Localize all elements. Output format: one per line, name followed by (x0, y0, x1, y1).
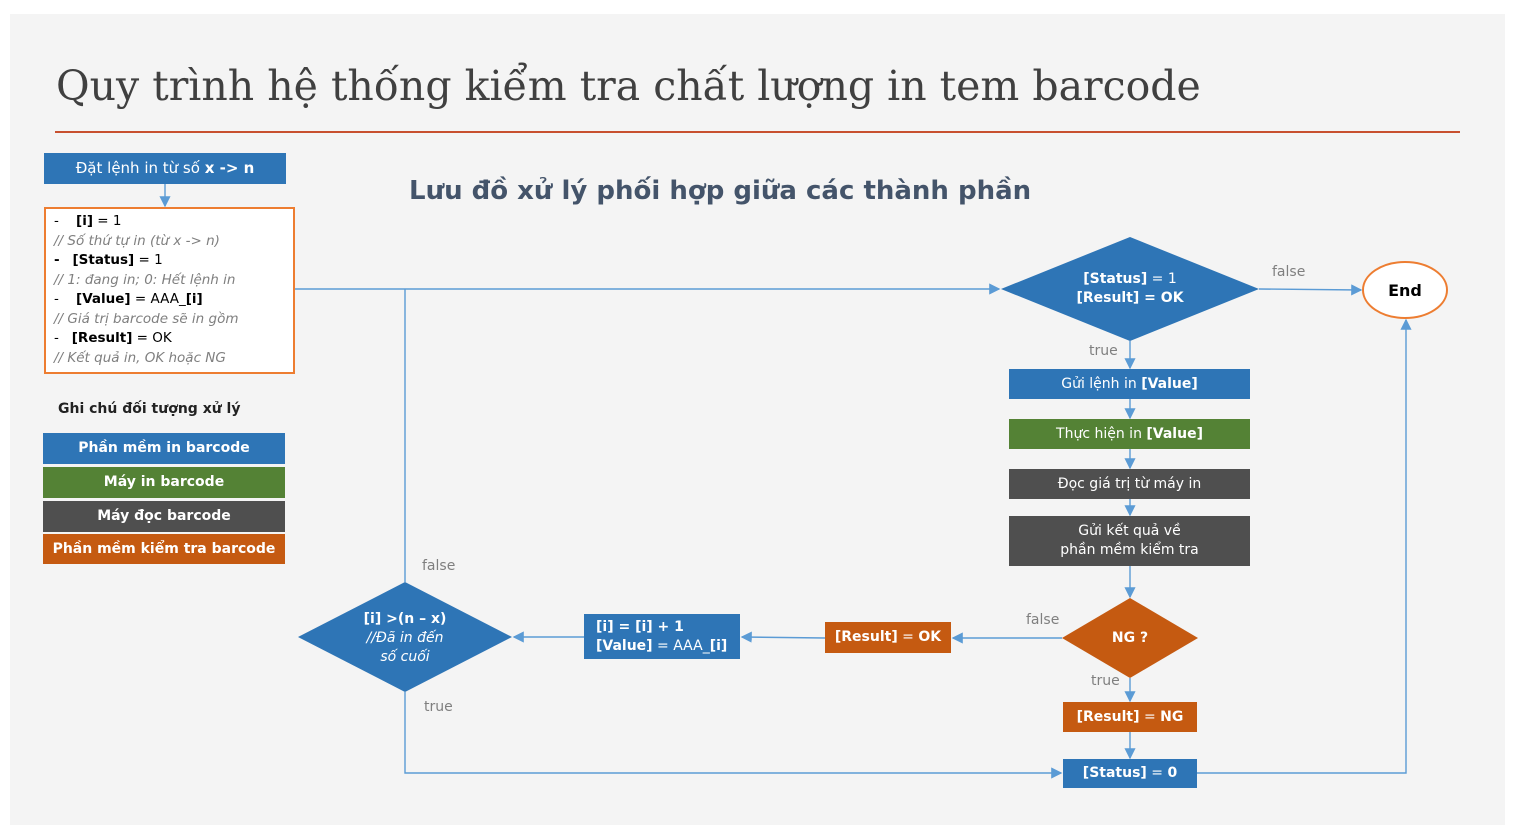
legend-printer: Máy in barcode (43, 467, 285, 498)
label-false-end: false (1272, 264, 1306, 280)
decision-ng-shape (1062, 598, 1198, 678)
decision-status-text: [Status] = 1 [Result] = OK (1076, 271, 1184, 306)
arrow-ok-to-increment (740, 631, 826, 643)
set-result-ok: [Result] = OK (825, 622, 951, 653)
legend-print-software: Phần mềm in barcode (43, 433, 285, 464)
init-row: - [Status] = 1 (54, 252, 163, 268)
end-label: End (1388, 280, 1422, 300)
init-comment: // 1: đang in; 0: Hết lệnh in (54, 271, 236, 288)
init-comment: // Kết quả in, OK hoặc NG (54, 349, 226, 366)
init-row: - [Value] = AAA_[i] (54, 291, 203, 307)
arrow-status0-to-end (1197, 318, 1412, 774)
start-text: Đặt lệnh in từ số (75, 159, 205, 177)
slide (10, 14, 1505, 825)
init-row: - [i] = 1 (54, 213, 122, 229)
send-print-command: Gửi lệnh in [Value] (1009, 369, 1250, 399)
arrow-last-true (404, 692, 1063, 779)
set-result-ng: [Result] = NG (1063, 702, 1197, 732)
init-comment: // Giá trị barcode sẽ in gồm (54, 310, 239, 327)
decision-status-shape (1001, 237, 1259, 341)
end-shape (1362, 261, 1448, 319)
init-comment: // Số thứ tự in (từ x -> n) (54, 232, 220, 249)
init-variables-box: - [i] = 1 // Số thứ tự in (từ x -> n) - … (44, 207, 295, 374)
init-row: - [Result] = OK (54, 330, 172, 346)
legend-check-software: Phần mềm kiểm tra barcode (43, 534, 285, 564)
label-true-last: true (424, 699, 453, 715)
arrow-status-to-end (1258, 284, 1363, 296)
diagram-subtitle: Lưu đồ xử lý phối hợp giữa các thành phầ… (409, 176, 1032, 206)
increment-index: [i] = [i] + 1 [Value] = AAA_[i] (584, 614, 740, 659)
label-true-status: true (1089, 343, 1118, 359)
decision-last-shape (298, 582, 512, 692)
start-range: x -> n (204, 159, 255, 177)
decision-ng-text: NG ? (1111, 629, 1149, 646)
label-false-last: false (422, 558, 456, 574)
legend-reader: Máy đọc barcode (43, 501, 285, 532)
read-printer-value: Đọc giá trị từ máy in (1009, 469, 1250, 499)
decision-last-text: [i] >(n – x) //Đã in đến số cuối (363, 610, 447, 665)
label-false-ng: false (1026, 612, 1060, 628)
title-divider (55, 131, 1460, 133)
execute-print: Thực hiện in [Value] (1009, 419, 1250, 449)
label-true-ng: true (1091, 673, 1120, 689)
set-status-zero: [Status] = 0 (1063, 759, 1197, 788)
page-title: Quy trình hệ thống kiểm tra chất lượng i… (56, 62, 1201, 110)
legend-title: Ghi chú đối tượng xử lý (58, 401, 241, 417)
start-print-command: Đặt lệnh in từ số x -> n (44, 153, 286, 184)
